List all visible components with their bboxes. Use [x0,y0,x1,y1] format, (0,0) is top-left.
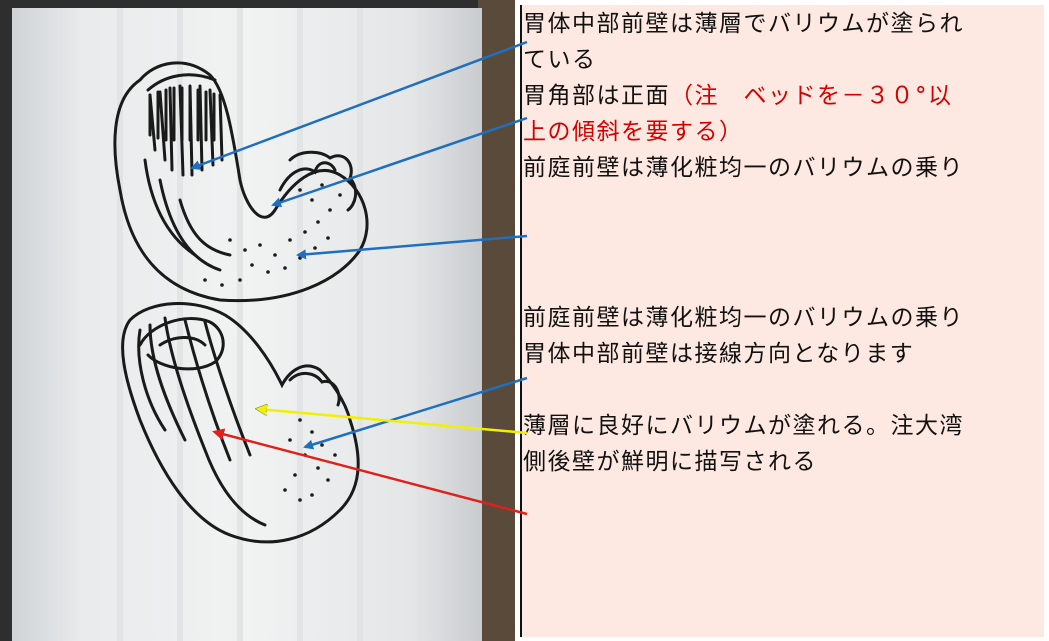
note-angle-caution-part1: （注 ベッドを－３０°以 [670,83,953,109]
note-thin-layer-line1: 薄層に良好にバリウムが塗れる。注大湾 [523,413,964,439]
note-angle-line1: 胃角部は正面（注 ベッドを－３０°以 [523,80,1047,113]
annotation-panel [520,5,1044,637]
note-angle-text: 胃角部は正面 [523,83,670,109]
note-antrum-lower: 前庭前壁は薄化粧均一のバリウムの乗り [523,305,964,331]
note-body-anterior-wall-line2: ている [523,47,597,73]
note-body-tangential: 胃体中部前壁は接線方向となります [523,341,915,367]
note-body-anterior-wall-line1: 胃体中部前壁は薄層でバリウムが塗られ [523,11,964,37]
note-angle-caution-part2: 上の傾斜を要する） [523,119,744,145]
note-thin-layer-line2: 側後壁が鮮明に描写される [523,449,817,475]
stomach-sketch-photo [0,0,515,641]
note-antrum-upper: 前庭前壁は薄化粧均一のバリウムの乗り [523,155,964,181]
